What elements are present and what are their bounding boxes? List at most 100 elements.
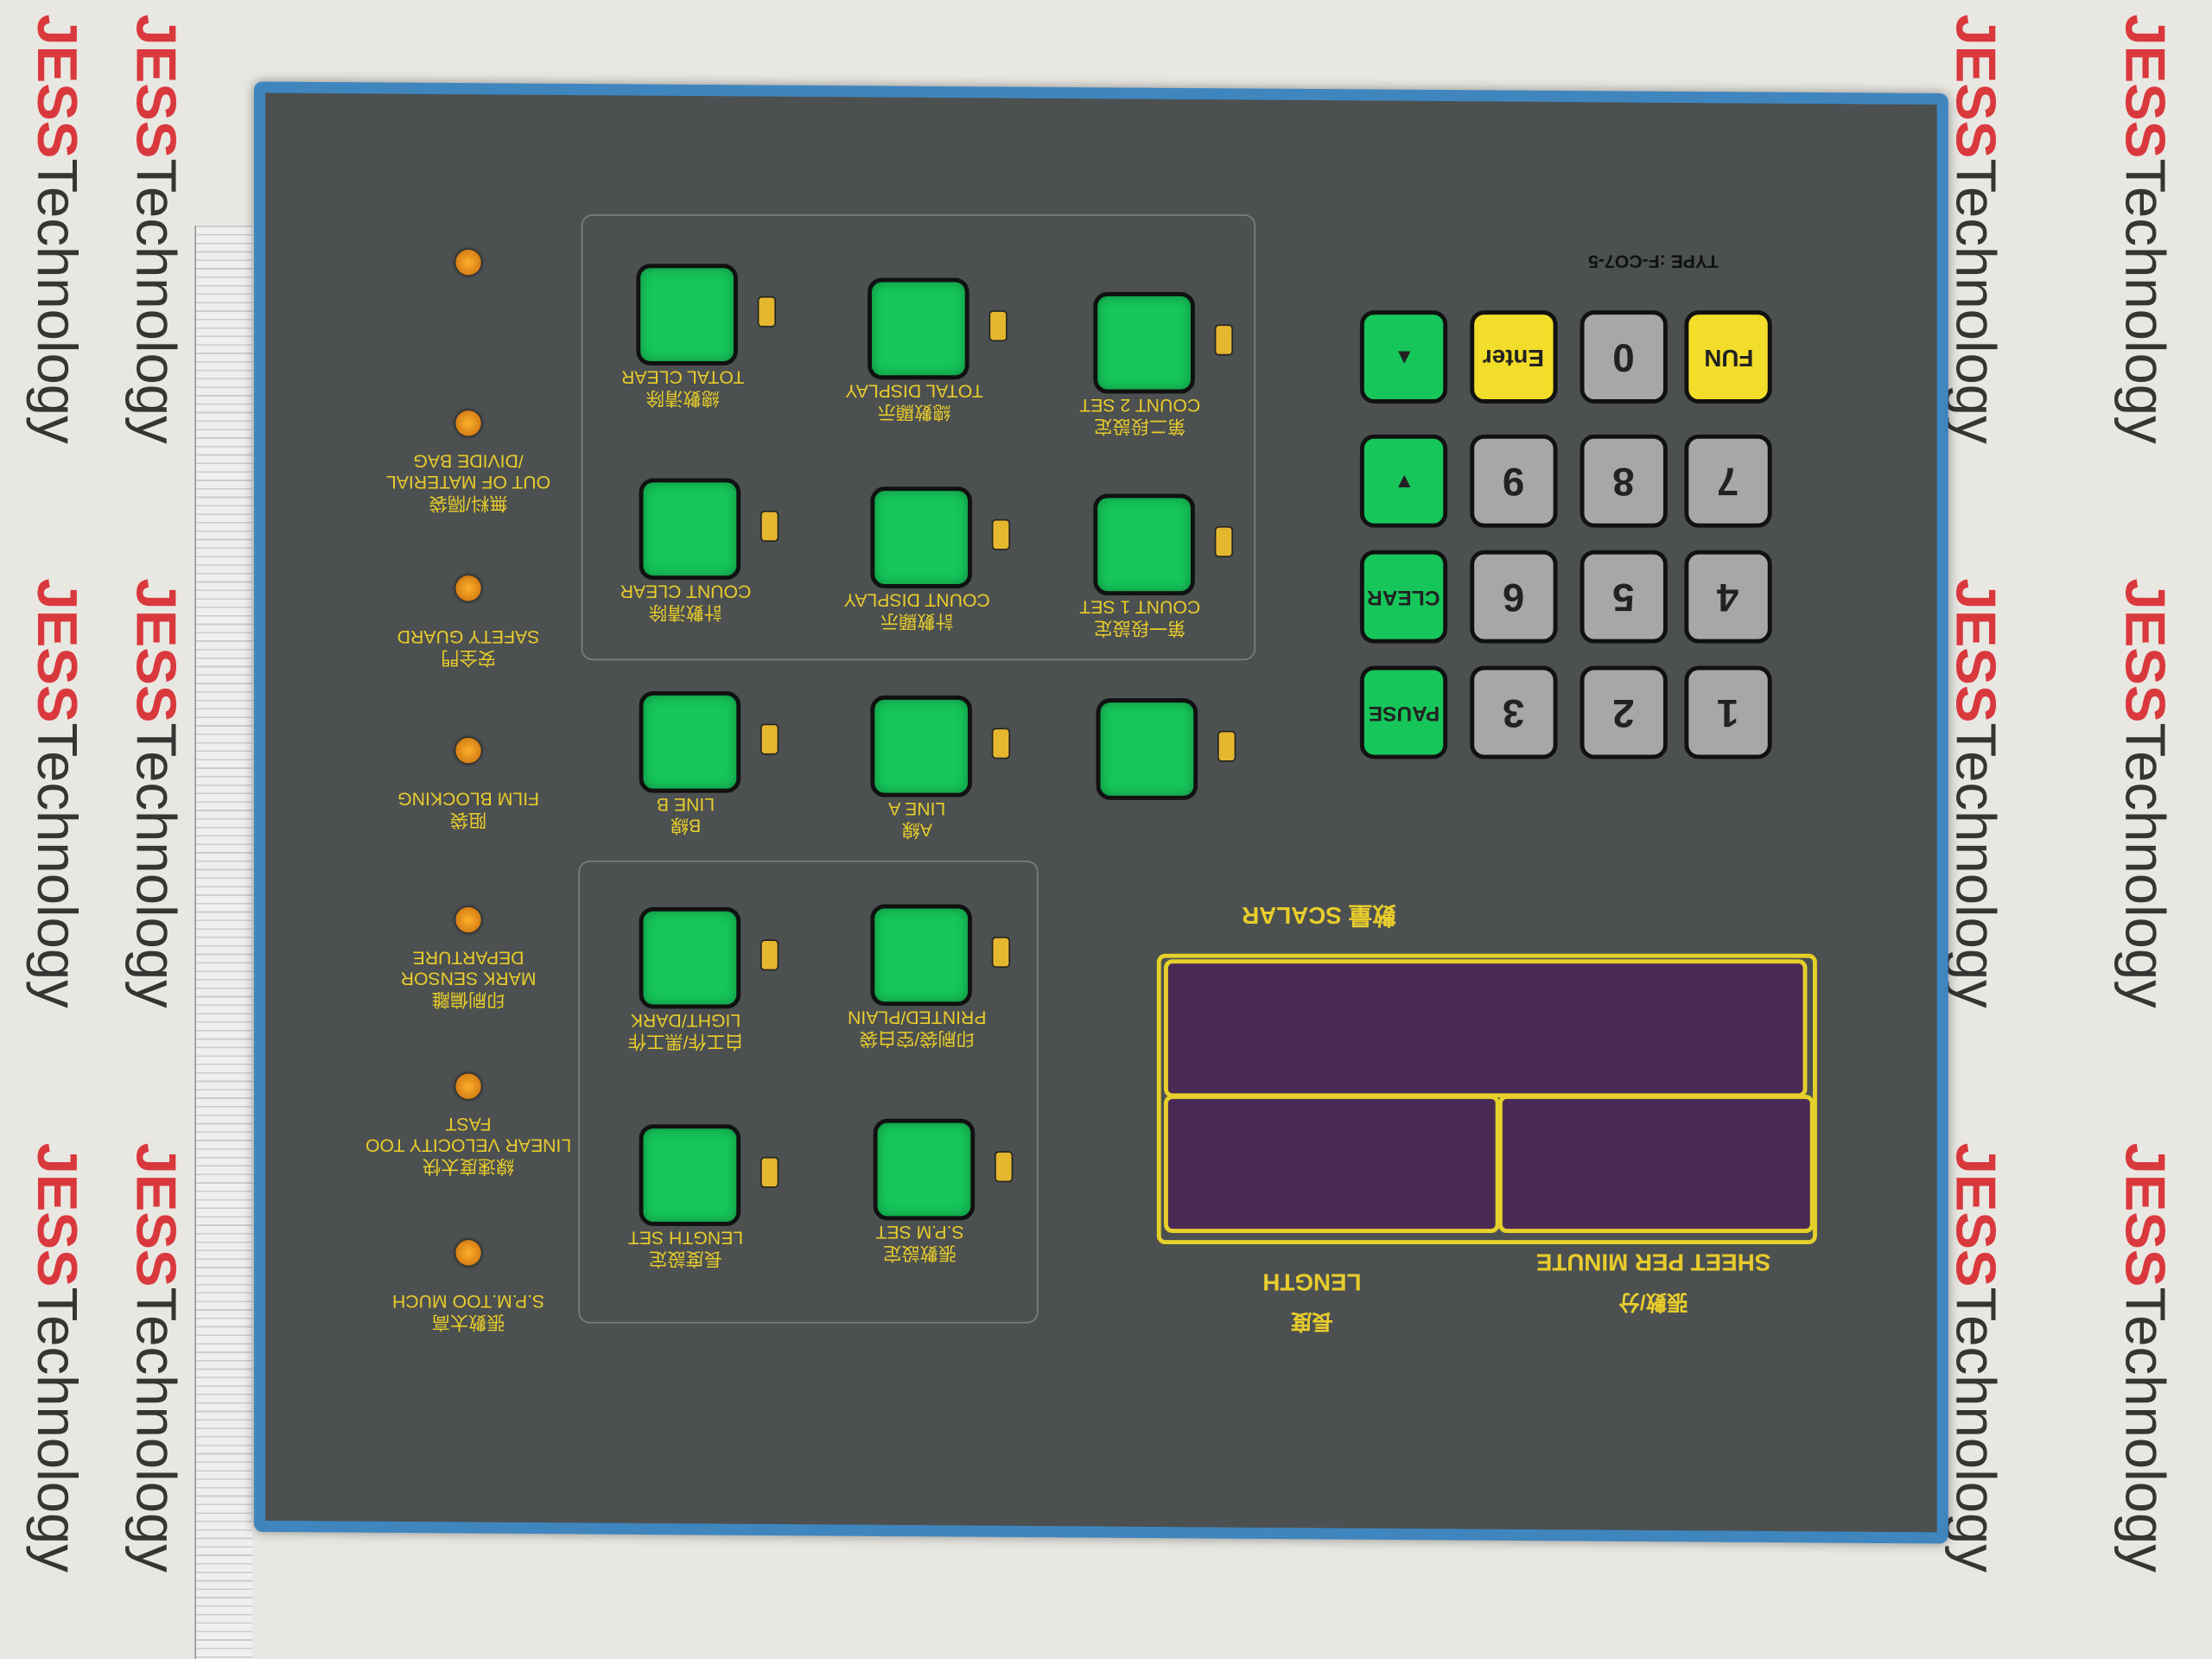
function-button[interactable]: [868, 277, 969, 380]
key-5[interactable]: 5: [1580, 550, 1668, 644]
watermark-name: Technology: [124, 1287, 187, 1573]
background-watermark-text: JESSTechnology: [1943, 1142, 2006, 1572]
watermark-name: Technology: [1943, 158, 2006, 444]
watermark-name: Technology: [2113, 722, 2176, 1008]
label-en: PRINTED/PLAIN: [848, 1007, 987, 1029]
button-group-frame: [581, 214, 1256, 661]
watermark-name: Technology: [124, 722, 187, 1008]
label-en: TOTAL CLEAR: [621, 366, 745, 388]
label-zh: 線速度太快: [422, 1155, 515, 1178]
label-en: MARK SENSOR DEPARTURE: [400, 947, 537, 990]
label-zh: 總數顯示: [877, 402, 951, 423]
background-watermark-text: JESSTechnology: [1943, 578, 2006, 1008]
key-label: ▲: [1393, 345, 1414, 369]
key-label: 6: [1503, 575, 1525, 620]
label-en: OUT OF MATERIAL /DIVIDE BAG: [385, 450, 551, 493]
scalar-display: [1163, 959, 1808, 1098]
status-led: [760, 723, 779, 755]
label-en: S.P.M.TOO MUCH: [391, 1290, 545, 1313]
label-zh: 總數清除: [645, 387, 720, 410]
watermark-brand: JESS: [2113, 578, 2176, 723]
function-button[interactable]: [870, 486, 972, 588]
indicator-led: [455, 1240, 481, 1266]
key-0[interactable]: 0: [1580, 310, 1668, 404]
watermark-brand: JESS: [124, 14, 187, 159]
key-6[interactable]: 6: [1470, 550, 1558, 644]
label-zh: 無料/隔袋: [429, 493, 508, 515]
watermark-name: Technology: [25, 158, 88, 444]
status-led: [760, 939, 779, 971]
function-button[interactable]: [870, 695, 972, 798]
watermark-brand: JESS: [2113, 14, 2176, 159]
indicator-led: [455, 249, 481, 276]
background-watermark-text: JESSTechnology: [2113, 578, 2176, 1007]
key-enter[interactable]: Enter: [1470, 310, 1558, 404]
label-zh: 計數清除: [649, 602, 722, 624]
function-button[interactable]: [1096, 698, 1198, 800]
label-en: COUNT 2 SET: [1079, 395, 1201, 416]
background-watermark-text: JESSTechnology: [25, 1142, 87, 1572]
watermark-name: Technology: [25, 1287, 88, 1573]
key-clear[interactable]: CLEAR: [1359, 550, 1448, 644]
watermark-brand: JESS: [1943, 1142, 2006, 1287]
background-watermark-text: JESSTechnology: [25, 578, 87, 1007]
background-watermark-text: JESSTechnology: [1943, 14, 2006, 444]
key-2[interactable]: 2: [1580, 665, 1668, 760]
key-down[interactable]: ▼: [1359, 434, 1448, 528]
indicator-led: [455, 575, 481, 601]
key-8[interactable]: 8: [1580, 434, 1668, 528]
button-group-frame: [578, 860, 1039, 1324]
spm-display: [1497, 1094, 1815, 1233]
key-1[interactable]: 1: [1684, 665, 1772, 760]
label-en: SAFETY GUARD: [397, 626, 540, 648]
key-7[interactable]: 7: [1684, 434, 1772, 528]
background-watermark-text: JESSTechnology: [2113, 1142, 2176, 1572]
label-zh: 第一段設定: [1094, 618, 1186, 639]
function-button[interactable]: [639, 478, 741, 581]
key-9[interactable]: 9: [1470, 434, 1558, 528]
function-button[interactable]: [639, 906, 741, 1009]
status-led: [1217, 730, 1236, 762]
indicator-led: [455, 1073, 481, 1099]
function-button[interactable]: [870, 904, 972, 1007]
label-en: S.P.M SET: [875, 1221, 964, 1243]
label-en: LIGHT/DARK: [630, 1010, 741, 1032]
key-label: 3: [1503, 691, 1525, 735]
label-en: LINE B: [656, 794, 715, 816]
display-frame: [1156, 953, 1817, 1245]
label-zh: 計數顯示: [880, 610, 954, 632]
watermark-brand: JESS: [124, 578, 187, 723]
key-label: FUN: [1703, 344, 1753, 372]
key-pause[interactable]: PAUSE: [1359, 665, 1448, 760]
watermark-name: Technology: [1943, 722, 2006, 1008]
type-label: TYPE :F-CO7-5: [1588, 251, 1719, 273]
status-led: [757, 296, 776, 327]
function-button[interactable]: [639, 691, 741, 793]
function-button[interactable]: [1093, 291, 1195, 394]
key-up[interactable]: ▲: [1359, 310, 1448, 404]
function-button[interactable]: [873, 1118, 976, 1221]
function-button[interactable]: [1093, 493, 1195, 595]
function-button[interactable]: [636, 264, 738, 365]
key-fun[interactable]: FUN: [1684, 310, 1772, 404]
key-label: CLEAR: [1367, 584, 1440, 609]
background-watermark-text: JESSTechnology: [124, 14, 187, 443]
function-button[interactable]: [639, 1124, 741, 1226]
status-led: [991, 937, 1011, 969]
label-en: TOTAL DISPLAY: [845, 380, 983, 403]
watermark-brand: JESS: [124, 1142, 187, 1287]
label-zh: 第二段設定: [1094, 416, 1186, 438]
key-4[interactable]: 4: [1684, 550, 1772, 644]
status-led: [760, 511, 779, 542]
key-3[interactable]: 3: [1470, 665, 1558, 760]
watermark-brand: JESS: [25, 578, 88, 723]
